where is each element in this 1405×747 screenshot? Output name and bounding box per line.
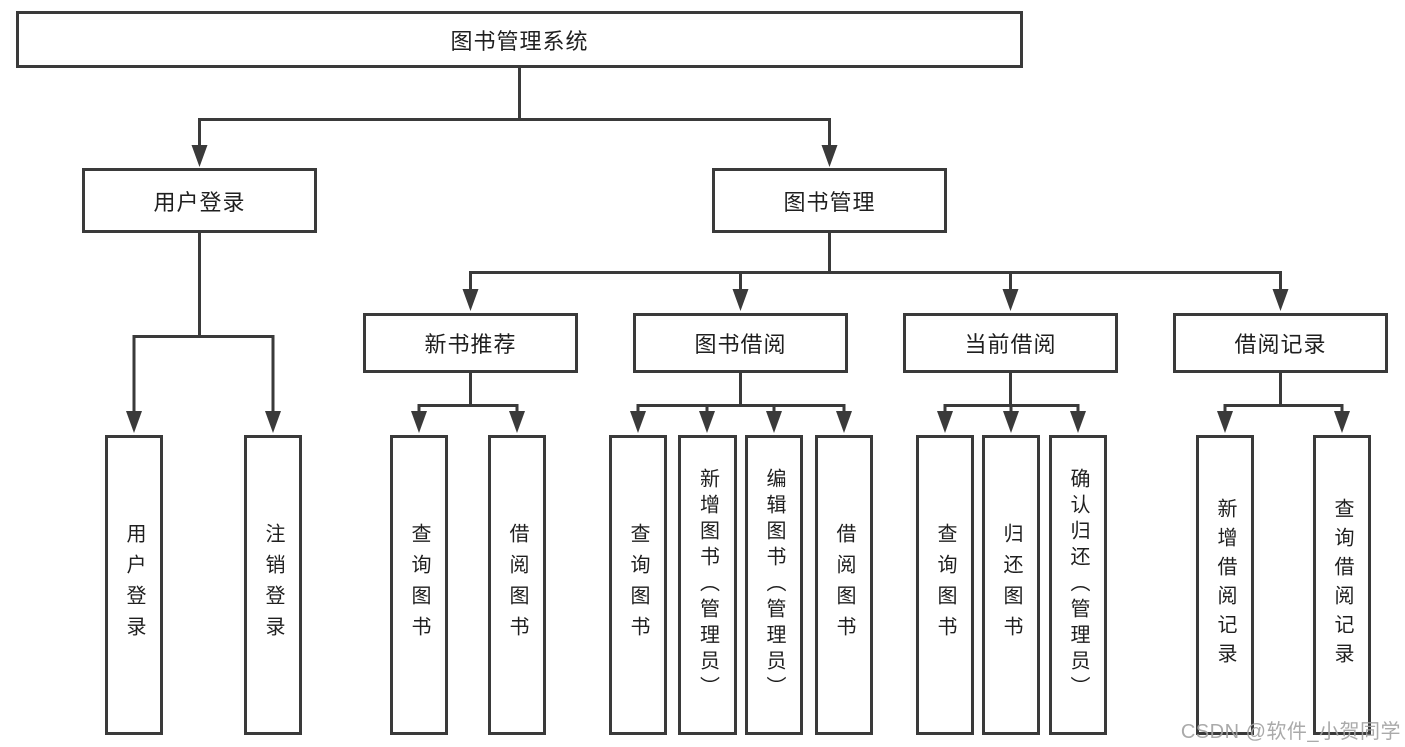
node-edit-book-admin: 编辑图书（管理员）: [745, 435, 803, 735]
arrowhead: [1217, 411, 1233, 433]
arrowhead: [1334, 411, 1350, 433]
node-query-books-current: 查询图书: [916, 435, 974, 735]
arrowhead: [937, 411, 953, 433]
arrowhead: [836, 411, 852, 433]
node-book-borrow: 图书借阅: [633, 313, 848, 373]
connector-root: [198, 68, 831, 146]
arrowhead: [766, 411, 782, 433]
csdn-watermark: CSDN @软件_小贺同学: [1180, 721, 1401, 743]
arrowhead: [462, 289, 479, 311]
node-new-book-recommend: 新书推荐: [363, 313, 578, 373]
arrowhead: [126, 411, 142, 433]
node-user-login: 用户登录: [82, 168, 317, 233]
arrowhead: [1070, 411, 1086, 433]
node-confirm-return-admin: 确认归还（管理员）: [1049, 435, 1107, 735]
arrowhead: [699, 411, 715, 433]
node-add-borrow-record: 新增借阅记录: [1196, 435, 1254, 735]
node-add-book-admin: 新增图书（管理员）: [678, 435, 737, 735]
arrowhead: [1003, 411, 1019, 433]
arrowhead: [732, 289, 749, 311]
node-query-books-recommend: 查询图书: [390, 435, 448, 735]
connector-new-book: [417, 373, 519, 412]
node-current-borrow: 当前借阅: [903, 313, 1118, 373]
connector-book-management: [469, 233, 1282, 290]
node-book-management: 图书管理: [712, 168, 947, 233]
arrowhead: [411, 411, 427, 433]
arrowhead: [1272, 289, 1289, 311]
arrowhead: [1002, 289, 1019, 311]
arrowhead: [191, 145, 208, 167]
arrowhead: [265, 411, 281, 433]
node-query-borrow-record: 查询借阅记录: [1313, 435, 1371, 735]
node-logout-leaf: 注销登录: [244, 435, 302, 735]
node-query-books-borrow: 查询图书: [609, 435, 667, 735]
arrowhead: [509, 411, 525, 433]
connector-user-login: [132, 233, 275, 412]
connector-book-borrow: [636, 373, 846, 412]
node-borrow-records: 借阅记录: [1173, 313, 1388, 373]
connector-current-borrow: [943, 373, 1080, 412]
node-system-root: 图书管理系统: [16, 11, 1023, 68]
arrowhead: [630, 411, 646, 433]
node-borrow-books-leaf: 借阅图书: [815, 435, 873, 735]
node-return-book: 归还图书: [982, 435, 1040, 735]
connector-borrow-records: [1223, 373, 1344, 412]
node-borrow-books-recommend: 借阅图书: [488, 435, 546, 735]
arrowhead: [821, 145, 838, 167]
node-user-login-leaf: 用户登录: [105, 435, 163, 735]
